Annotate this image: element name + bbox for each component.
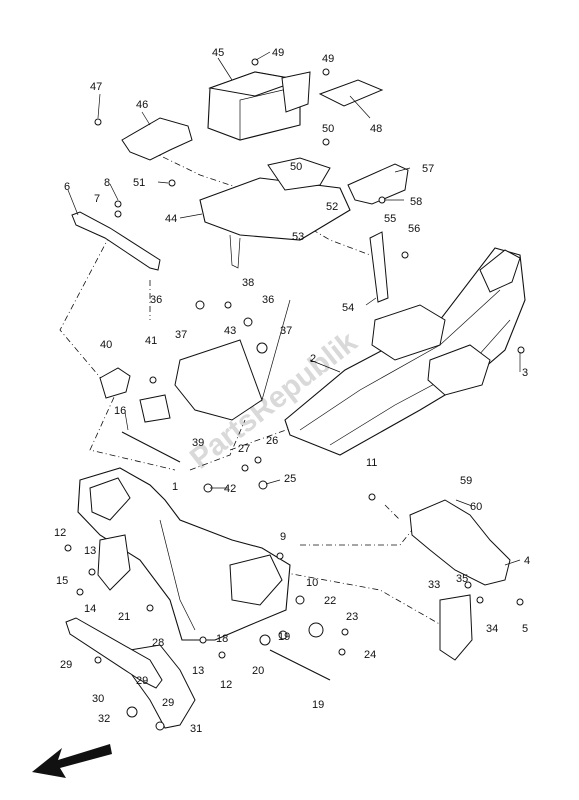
callout-35: 35	[456, 573, 468, 585]
callout-47: 47	[90, 81, 102, 93]
callout-21: 21	[118, 611, 130, 623]
callout-29: 29	[162, 697, 174, 709]
callout-42: 42	[224, 483, 236, 495]
callout-40: 40	[100, 339, 112, 351]
small-fasteners	[64, 58, 525, 731]
bracket-40	[99, 367, 131, 399]
callout-38: 38	[242, 277, 254, 289]
right-footrest-bracket	[409, 499, 511, 586]
callout-5: 5	[522, 623, 528, 635]
callout-41: 41	[145, 335, 157, 347]
main-frame	[284, 247, 526, 456]
battery-band-bracket	[121, 117, 193, 161]
callout-15: 15	[56, 575, 68, 587]
callout-59: 59	[460, 475, 472, 487]
callout-34: 34	[486, 623, 498, 635]
callout-33: 33	[428, 579, 440, 591]
callout-25: 25	[284, 473, 296, 485]
callout-60: 60	[470, 501, 482, 513]
callout-24: 24	[364, 649, 376, 661]
callout-1: 1	[172, 481, 178, 493]
callout-19: 19	[278, 631, 290, 643]
callout-49: 49	[322, 53, 334, 65]
callout-13: 13	[192, 665, 204, 677]
callout-22: 22	[324, 595, 336, 607]
callout-12: 12	[220, 679, 232, 691]
callout-27: 27	[238, 443, 250, 455]
callout-11: 11	[366, 457, 377, 469]
callout-16: 16	[114, 405, 126, 417]
callout-54: 54	[342, 302, 354, 314]
callout-58: 58	[410, 196, 422, 208]
right-plate	[439, 594, 473, 661]
small-bracket-39	[139, 394, 171, 423]
stay-bar	[369, 231, 389, 303]
callout-52: 52	[326, 201, 338, 213]
callout-39: 39	[192, 437, 204, 449]
callout-53: 53	[292, 231, 304, 243]
callout-50: 50	[290, 161, 302, 173]
callout-36: 36	[262, 294, 274, 306]
callout-51: 51	[133, 177, 145, 189]
callout-4: 4	[524, 555, 530, 567]
callout-9: 9	[280, 531, 286, 543]
callout-37: 37	[280, 325, 292, 337]
callout-50: 50	[322, 123, 334, 135]
callout-56: 56	[408, 223, 420, 235]
callout-3: 3	[522, 367, 528, 379]
callout-37: 37	[175, 329, 187, 341]
callout-7: 7	[94, 193, 100, 205]
callout-48: 48	[370, 123, 382, 135]
callout-30: 30	[92, 693, 104, 705]
callout-49: 49	[272, 47, 284, 59]
stay-left	[71, 211, 161, 271]
callout-12: 12	[54, 527, 66, 539]
callout-46: 46	[136, 99, 148, 111]
callout-13: 13	[84, 545, 96, 557]
callout-labels: 45 49 49 47 46 48 50 50 57 6 8 7 51 58 5…	[54, 47, 530, 735]
rear-frame	[77, 467, 291, 641]
callout-18: 18	[216, 633, 228, 645]
callout-26: 26	[266, 435, 278, 447]
battery-cover	[318, 79, 384, 107]
left-bracket-14	[97, 534, 131, 591]
callout-28: 28	[152, 637, 164, 649]
callout-44: 44	[165, 213, 177, 225]
stay-30	[65, 617, 163, 689]
callout-45: 45	[212, 47, 224, 59]
leader-lines	[67, 51, 521, 566]
callout-36: 36	[150, 294, 162, 306]
callout-43: 43	[224, 325, 236, 337]
bolt-16	[121, 431, 181, 463]
side-panel	[174, 339, 263, 421]
callout-31: 31	[190, 723, 202, 735]
callout-14: 14	[84, 603, 96, 615]
callout-23: 23	[346, 611, 358, 623]
callout-55: 55	[384, 213, 396, 225]
battery-tray	[199, 157, 351, 269]
callout-32: 32	[98, 713, 110, 725]
front-direction-arrow-icon	[32, 744, 112, 778]
callout-6: 6	[64, 181, 70, 193]
callout-57: 57	[422, 163, 434, 175]
bolt-19	[269, 649, 331, 681]
callout-2: 2	[310, 353, 316, 365]
callout-29: 29	[136, 675, 148, 687]
callout-10: 10	[306, 577, 318, 589]
rear-bracket	[347, 163, 409, 205]
callout-20: 20	[252, 665, 264, 677]
callout-29: 29	[60, 659, 72, 671]
callout-19: 19	[312, 699, 324, 711]
battery-box	[207, 71, 311, 141]
callout-8: 8	[104, 177, 110, 189]
